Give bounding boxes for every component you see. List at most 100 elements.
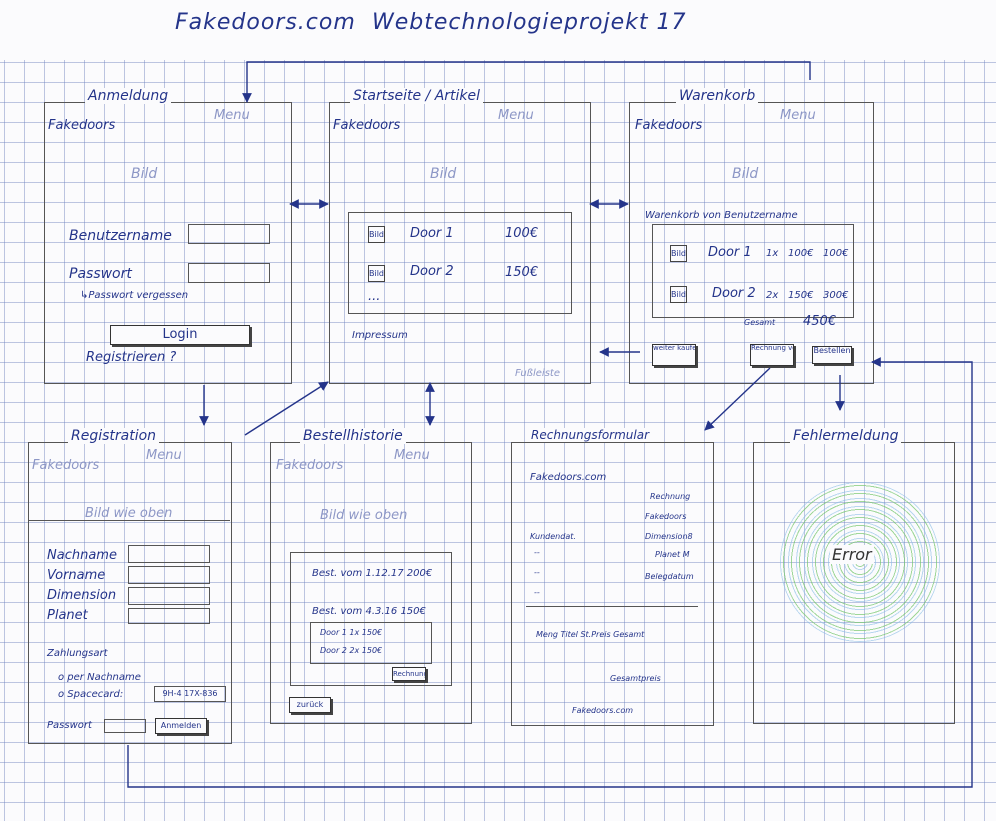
start-logo: Fakedoors — [333, 118, 401, 133]
article-1-name[interactable]: Door 1 — [410, 226, 454, 241]
payment-option-cod[interactable]: o per Nachname — [58, 672, 141, 683]
register-link[interactable]: Registrieren ? — [86, 350, 177, 365]
invoice-title: Rechnungsformular — [528, 428, 653, 442]
article-1-price: 100€ — [505, 226, 539, 241]
reg-firstname-input[interactable] — [128, 566, 210, 584]
reorder-button[interactable]: Rechnung — [392, 667, 426, 681]
spacecard-number-input[interactable]: 9H-4 17X-836 — [154, 686, 226, 702]
cart-list — [652, 224, 854, 318]
cart-total-label: Gesamt — [744, 318, 776, 327]
invoice-footer: Fakedoors.com — [572, 706, 634, 715]
password-input[interactable] — [188, 263, 270, 283]
invoice-columns: Meng Titel St.Preis Gesamt — [536, 630, 645, 639]
payment-label: Zahlungsart — [47, 648, 108, 659]
error-title: Fehlermeldung — [790, 428, 902, 444]
history-title: Bestellhistorie — [300, 428, 406, 444]
reg-planet-input[interactable] — [128, 608, 210, 624]
invoice-total: Gesamtpreis — [610, 674, 661, 683]
cart-item-2-name: Door 2 — [712, 286, 756, 301]
title-band — [0, 0, 996, 60]
order-2-item-2: Door 2 2x 150€ — [320, 646, 383, 655]
invoice-sender-line-1: Rechnung — [650, 492, 691, 501]
cart-title: Warenkorb — [676, 88, 759, 104]
reg-dimension-input[interactable] — [128, 587, 210, 605]
impressum-link[interactable]: Impressum — [352, 330, 408, 341]
order-2-item-1: Door 1 1x 150€ — [320, 628, 383, 637]
cart-item-2-qty: 2x — [766, 290, 779, 301]
login-logo: Fakedoors — [48, 118, 116, 133]
registration-logo: Fakedoors — [32, 458, 100, 473]
login-button[interactable]: Login — [110, 325, 250, 345]
reg-dimension-label: Dimension — [47, 588, 117, 603]
register-submit-button[interactable]: Anmelden — [155, 718, 207, 734]
article-1-image[interactable]: Bild — [368, 226, 385, 243]
registration-title: Registration — [68, 428, 160, 444]
registration-menu[interactable]: Menu — [146, 448, 182, 463]
payment-option-spacecard[interactable]: o Spacecard: — [58, 689, 124, 700]
username-label: Benutzername — [69, 228, 172, 244]
history-list — [290, 552, 452, 686]
reg-lastname-label: Nachname — [47, 548, 117, 563]
article-2-image[interactable]: Bild — [368, 265, 385, 282]
cart-item-1-image: Bild — [670, 245, 687, 262]
cart-item-1-name: Door 1 — [708, 245, 752, 260]
arrow-cart-to-login — [242, 61, 811, 103]
project-title: Webtechnologieprojekt 17 — [372, 10, 687, 35]
back-button[interactable]: zurück — [289, 697, 331, 713]
cart-item-1-total: 100€ — [823, 248, 849, 259]
invoice-preview-button[interactable]: Rechnung vorschau — [750, 344, 794, 366]
login-title: Anmeldung — [85, 88, 172, 104]
registration-header-divider — [28, 520, 230, 521]
invoice-sender-line-5: Belegdatum — [645, 572, 694, 581]
article-list — [348, 212, 572, 314]
login-image-placeholder: Bild — [131, 166, 158, 182]
article-2-price: 150€ — [505, 265, 539, 280]
cart-logo: Fakedoors — [635, 118, 703, 133]
cart-heading: Warenkorb von Benutzername — [645, 210, 798, 221]
order-button[interactable]: Bestellen — [812, 346, 852, 364]
arrow-registration-to-start — [244, 381, 329, 436]
invoice-sender-line-3: Dimension8 — [645, 532, 693, 541]
site-title: Fakedoors.com — [175, 10, 356, 35]
invoice-divider — [526, 606, 698, 607]
cart-menu[interactable]: Menu — [780, 108, 816, 123]
invoice-sender-line-2: Fakedoors — [645, 512, 687, 521]
invoice-site: Fakedoors.com — [530, 472, 607, 483]
start-menu[interactable]: Menu — [498, 108, 534, 123]
start-image-placeholder: Bild — [430, 166, 457, 182]
article-2-name[interactable]: Door 2 — [410, 264, 454, 279]
reg-planet-label: Planet — [47, 608, 88, 623]
history-logo: Fakedoors — [276, 458, 344, 473]
start-footer: Fußleiste — [515, 368, 560, 379]
username-input[interactable] — [188, 224, 270, 244]
cart-item-2-total: 300€ — [823, 290, 849, 301]
history-image-placeholder: Bild wie oben — [320, 508, 408, 523]
arrow-error-loop — [127, 357, 973, 788]
continue-shopping-button[interactable]: weiter kaufen — [652, 344, 696, 366]
customer-line-3: -- — [534, 588, 540, 597]
arrow-invoice-preview — [704, 367, 771, 431]
reg-password-label: Passwort — [47, 720, 92, 731]
history-menu[interactable]: Menu — [394, 448, 430, 463]
customer-line-1: -- — [534, 548, 540, 557]
order-2[interactable]: Best. vom 4.3.16 150€ — [312, 606, 426, 617]
password-label: Passwort — [69, 266, 132, 282]
article-more: ... — [368, 289, 381, 304]
reg-lastname-input[interactable] — [128, 545, 210, 563]
cart-item-2-unit: 150€ — [788, 290, 814, 301]
order-2-details — [310, 622, 432, 664]
cart-item-1-unit: 100€ — [788, 248, 814, 259]
invoice-sender-line-4: Planet M — [655, 550, 690, 559]
reg-firstname-label: Vorname — [47, 568, 106, 583]
order-1[interactable]: Best. vom 1.12.17 200€ — [312, 568, 433, 579]
invoice-frame — [511, 442, 714, 726]
login-menu[interactable]: Menu — [214, 108, 250, 123]
cart-total-value: 450€ — [803, 314, 837, 329]
cart-item-2-image: Bild — [670, 286, 687, 303]
cart-image-placeholder: Bild — [732, 166, 759, 182]
reg-password-input[interactable] — [104, 719, 146, 733]
registration-image-placeholder: Bild wie oben — [85, 506, 173, 521]
cart-item-1-qty: 1x — [766, 248, 779, 259]
forgot-password-link[interactable]: ↳Passwort vergessen — [80, 290, 189, 301]
